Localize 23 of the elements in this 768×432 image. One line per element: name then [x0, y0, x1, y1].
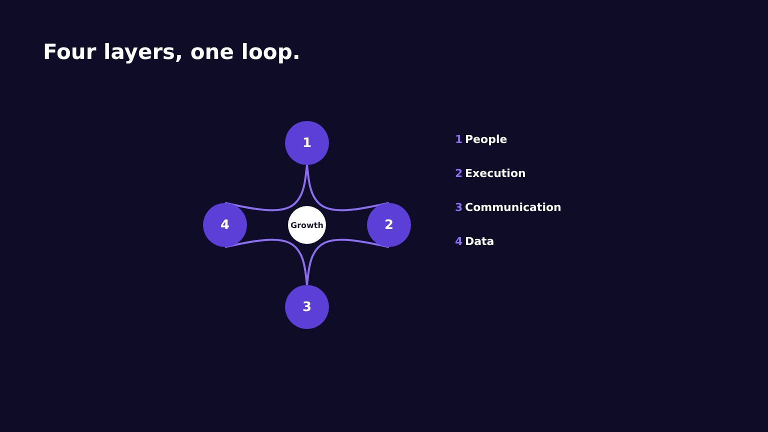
curved-connector — [306, 164, 390, 212]
list-item-label: People — [465, 133, 508, 147]
slide-title: Four layers, one loop. — [43, 40, 300, 64]
curved-connector — [306, 238, 390, 286]
node-label: 3 — [302, 300, 312, 314]
list-number: 4 — [455, 235, 463, 249]
node-label: 4 — [220, 218, 230, 232]
numbered-circle — [367, 203, 411, 247]
node-label: Growth — [290, 220, 324, 230]
list-item-label: Data — [465, 235, 494, 249]
node-label: 1 — [302, 136, 312, 150]
list-number: 2 — [455, 167, 463, 181]
numbered-circle — [285, 285, 329, 329]
curved-connector — [224, 164, 308, 212]
node-label: 2 — [384, 218, 394, 232]
numbered-circle — [285, 121, 329, 165]
list-item-label: Communication — [465, 201, 562, 215]
center-circle — [288, 206, 326, 244]
list-number: 3 — [455, 201, 463, 215]
curved-connector — [224, 238, 308, 286]
list-item-label: Execution — [465, 167, 526, 181]
numbered-circle — [203, 203, 247, 247]
list-number: 1 — [455, 133, 463, 147]
